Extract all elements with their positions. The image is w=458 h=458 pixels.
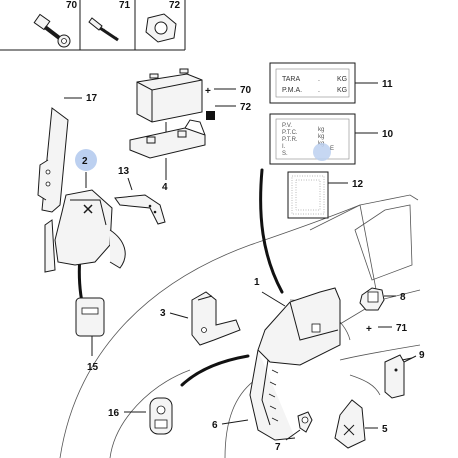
part-15-pad: 15 bbox=[75, 297, 105, 373]
part-6-liner: 6 bbox=[212, 419, 249, 431]
label-4: 4 bbox=[162, 182, 168, 193]
plate11-kg-1: KG bbox=[337, 76, 347, 83]
svg-text:.: . bbox=[318, 76, 320, 83]
label-17: 17 bbox=[86, 93, 98, 104]
plate10-unit-1: kg bbox=[318, 127, 324, 133]
plus-70-icon: + bbox=[205, 86, 211, 97]
part-2-wheel-arch-bracket: 2 bbox=[44, 149, 126, 273]
label-8: 8 bbox=[400, 292, 406, 303]
label-16: 16 bbox=[108, 408, 120, 419]
vehicle-body-outline bbox=[59, 194, 421, 458]
part-13-strip: 13 bbox=[114, 166, 166, 225]
part-4-battery-tray: 4 bbox=[129, 68, 206, 193]
legend-label-70: 70 bbox=[66, 0, 78, 11]
part-1-main-fender: 1 bbox=[249, 277, 341, 441]
part-3-support: 3 bbox=[160, 291, 241, 346]
label-9: 9 bbox=[419, 350, 425, 361]
plate10-letter: E bbox=[330, 146, 334, 152]
label-5: 5 bbox=[382, 424, 388, 435]
part-7-clip: 7 bbox=[275, 411, 313, 453]
nut-72-icon bbox=[145, 13, 177, 43]
part-9-plate-bracket: 9 bbox=[384, 350, 425, 399]
label-71: 71 bbox=[396, 323, 408, 334]
plate11-tara: TARA bbox=[282, 76, 300, 83]
part-5-bracket: 5 bbox=[334, 399, 388, 449]
label-12: 12 bbox=[352, 179, 364, 190]
part-10-id-plate: P.V. P.T.C. P.T.R. I. S. kg kg kg E 10 bbox=[269, 113, 394, 165]
part-11-weight-plate: TARA . KG P.M.A. . KG 11 bbox=[269, 62, 393, 104]
bolt-70-icon bbox=[33, 13, 71, 48]
plate10-row-5: S. bbox=[282, 151, 288, 157]
pointer-curves bbox=[77, 168, 284, 387]
label-70: 70 bbox=[240, 85, 252, 96]
plus-71-icon: + bbox=[366, 324, 372, 335]
legend-row: 70 71 72 bbox=[0, 0, 186, 51]
plate10-row-4: I. bbox=[282, 144, 286, 150]
part-16-socket: 16 bbox=[108, 397, 173, 435]
plate10-unit-2: kg bbox=[318, 134, 324, 140]
label-15: 15 bbox=[87, 362, 99, 373]
highlight-marker-10 bbox=[313, 143, 331, 161]
fastener-71-callout: + 71 bbox=[366, 323, 408, 335]
label-10: 10 bbox=[382, 129, 394, 140]
legend-label-72: 72 bbox=[169, 0, 181, 11]
plate11-pma: P.M.A. bbox=[282, 87, 302, 94]
square-72-icon bbox=[206, 111, 215, 120]
label-72: 72 bbox=[240, 102, 252, 113]
label-6: 6 bbox=[212, 420, 218, 431]
label-13: 13 bbox=[118, 166, 130, 177]
plate11-kg-2: KG bbox=[337, 87, 347, 94]
part-12-label-grid: 12 bbox=[287, 171, 364, 219]
label-3: 3 bbox=[160, 308, 166, 319]
label-2: 2 bbox=[82, 156, 88, 167]
part-8-clamp: 8 bbox=[359, 287, 406, 311]
part-17-bracket: 17 bbox=[37, 93, 98, 213]
label-1: 1 bbox=[254, 277, 260, 288]
highlight-marker-2 bbox=[75, 149, 97, 171]
plate10-row-3: P.T.R. bbox=[282, 137, 298, 143]
fastener-callouts: + 70 72 bbox=[205, 85, 252, 120]
plate10-row-1: P.V. bbox=[282, 123, 292, 129]
plate10-row-2: P.T.C. bbox=[282, 130, 298, 136]
screw-71-icon bbox=[88, 17, 119, 42]
label-11: 11 bbox=[382, 79, 393, 90]
label-7: 7 bbox=[275, 442, 281, 453]
legend-label-71: 71 bbox=[119, 0, 131, 11]
svg-text:.: . bbox=[318, 87, 320, 94]
